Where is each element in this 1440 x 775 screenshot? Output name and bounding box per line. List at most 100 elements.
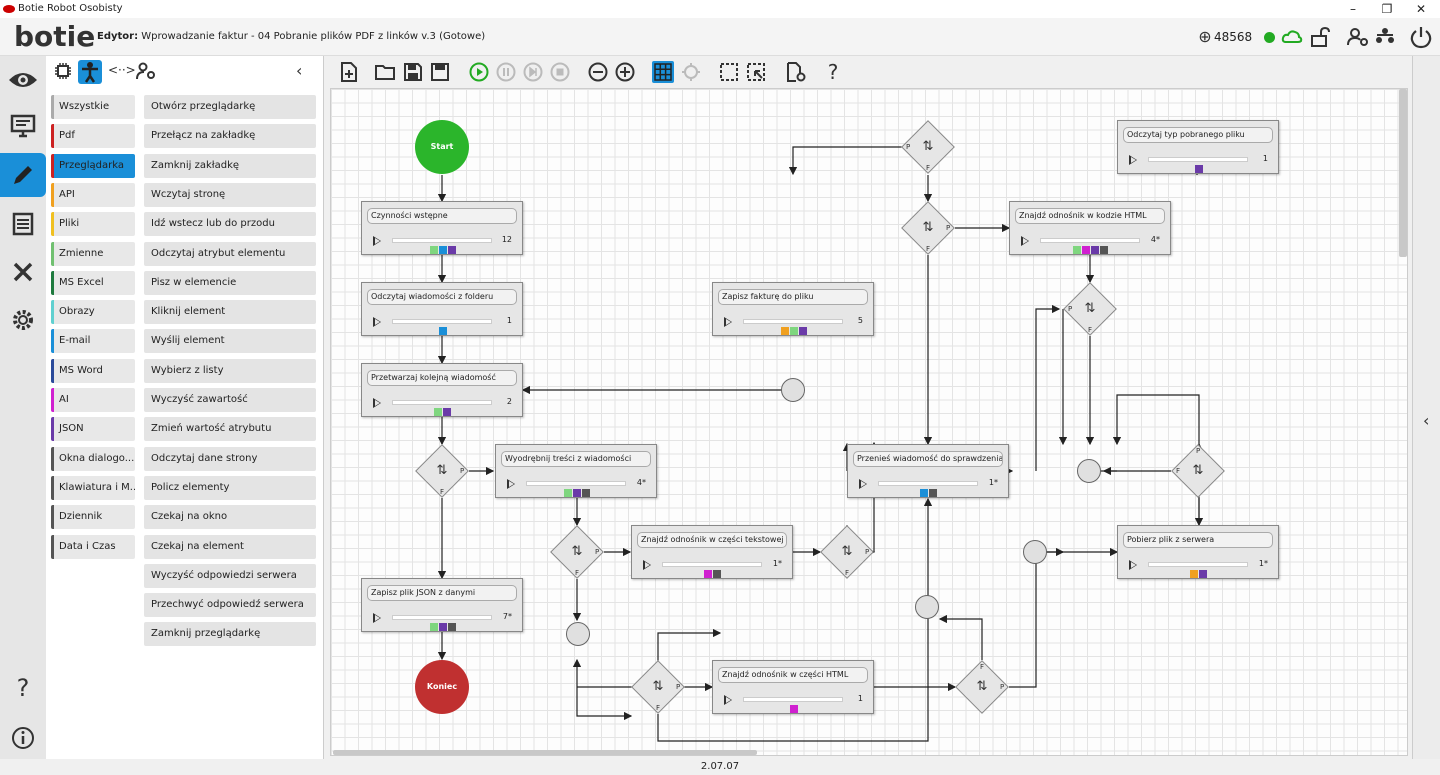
action-item[interactable]: Odczytaj atrybut elementu: [144, 241, 316, 266]
save-button[interactable]: [402, 61, 424, 83]
action-item[interactable]: Idź wstecz lub do przodu: [144, 212, 316, 237]
close-icon[interactable]: ✕: [1415, 2, 1427, 16]
category-item[interactable]: Klawiatura i M...: [51, 475, 135, 500]
code-icon[interactable]: <··>: [108, 63, 136, 77]
merge-node[interactable]: [1077, 459, 1101, 483]
play-icon[interactable]: [1129, 155, 1137, 165]
unlock-icon[interactable]: [1310, 26, 1330, 48]
play-icon[interactable]: [1021, 236, 1029, 246]
users-sync-icon[interactable]: [1374, 26, 1396, 48]
category-item[interactable]: E-mail: [51, 329, 135, 354]
category-item[interactable]: MS Excel: [51, 270, 135, 295]
start-node[interactable]: Start: [415, 120, 469, 174]
category-item[interactable]: Obrazy: [51, 300, 135, 325]
save-as-button[interactable]: [429, 61, 451, 83]
run-button[interactable]: [468, 61, 490, 83]
play-icon[interactable]: [724, 317, 732, 327]
step-button[interactable]: [522, 61, 544, 83]
select-all-button[interactable]: [745, 61, 767, 83]
merge-node[interactable]: [915, 595, 939, 619]
category-item[interactable]: AI: [51, 388, 135, 412]
file-settings-button[interactable]: [785, 61, 807, 83]
select-button[interactable]: [718, 61, 740, 83]
action-item[interactable]: Przełącz na zakładkę: [144, 124, 316, 149]
grid-toggle-button[interactable]: [652, 61, 674, 83]
category-item[interactable]: Przeglądarka: [51, 153, 135, 178]
horizontal-scrollbar[interactable]: [333, 750, 757, 755]
action-item[interactable]: Pisz w elemencie: [144, 270, 316, 295]
zoom-out-button[interactable]: [587, 61, 609, 83]
play-icon[interactable]: [643, 560, 651, 570]
action-item[interactable]: Czekaj na element: [144, 534, 316, 559]
category-item[interactable]: Okna dialogo...: [51, 446, 135, 471]
nav-preview[interactable]: [0, 58, 46, 102]
open-folder-button[interactable]: [374, 61, 396, 83]
stop-button[interactable]: [549, 61, 571, 83]
category-item[interactable]: Data i Czas: [51, 534, 135, 559]
category-item[interactable]: API: [51, 182, 135, 207]
new-file-button[interactable]: [338, 61, 360, 83]
category-item[interactable]: Pliki: [51, 212, 135, 237]
nav-editor[interactable]: [0, 153, 46, 197]
action-item[interactable]: Otwórz przeglądarkę: [144, 95, 316, 119]
end-node[interactable]: Koniec: [415, 660, 469, 714]
merge-node[interactable]: [566, 622, 590, 646]
user-gear-icon[interactable]: [136, 62, 156, 80]
play-icon[interactable]: [373, 236, 381, 246]
maximize-icon[interactable]: ❐: [1381, 2, 1393, 16]
center-button[interactable]: [680, 61, 702, 83]
play-icon[interactable]: [373, 613, 381, 623]
power-icon[interactable]: [1410, 25, 1432, 49]
pause-button[interactable]: [495, 61, 517, 83]
merge-node[interactable]: [1023, 540, 1047, 564]
robot-tab-button[interactable]: [78, 60, 102, 84]
nav-info[interactable]: [0, 716, 46, 760]
play-icon[interactable]: [373, 317, 381, 327]
expand-panel-icon[interactable]: ‹: [1423, 411, 1430, 430]
action-item[interactable]: Odczytaj dane strony: [144, 446, 316, 471]
category-item[interactable]: Dziennik: [51, 505, 135, 530]
play-icon[interactable]: [724, 695, 732, 705]
nav-monitor[interactable]: [0, 104, 46, 148]
help-icon[interactable]: ?: [16, 674, 30, 702]
play-icon[interactable]: [859, 479, 867, 489]
minimize-icon[interactable]: –: [1350, 2, 1356, 16]
play-icon[interactable]: [507, 479, 515, 489]
category-item[interactable]: Wszystkie: [51, 95, 135, 119]
category-item[interactable]: MS Word: [51, 358, 135, 383]
action-item[interactable]: Wybierz z listy: [144, 358, 316, 383]
chip-icon[interactable]: [54, 62, 72, 80]
plus-circle-icon[interactable]: ⊕: [1198, 27, 1212, 46]
nav-list[interactable]: [0, 202, 46, 246]
action-item[interactable]: Zamknij zakładkę: [144, 153, 316, 178]
action-item[interactable]: Policz elementy: [144, 475, 316, 500]
cloud-sync-icon[interactable]: [1281, 27, 1303, 47]
action-item[interactable]: Wyczyść zawartość: [144, 388, 316, 412]
category-item[interactable]: Pdf: [51, 124, 135, 149]
category-item[interactable]: Zmienne: [51, 241, 135, 266]
user-settings-icon[interactable]: [1347, 27, 1369, 47]
play-icon[interactable]: [373, 398, 381, 408]
merge-node[interactable]: [781, 378, 805, 402]
collapse-panel-icon[interactable]: ‹: [296, 61, 303, 80]
help-button[interactable]: ?: [822, 60, 844, 84]
